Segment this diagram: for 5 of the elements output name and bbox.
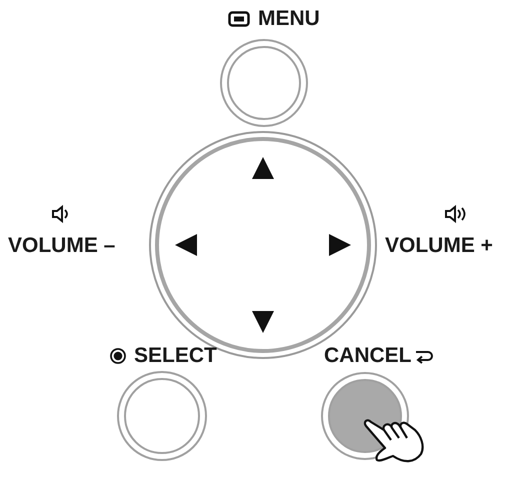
button-label: SELECT (134, 345, 217, 366)
volume-label: VOLUME + (385, 235, 493, 256)
button-label: CANCEL (324, 345, 412, 366)
volume-label: VOLUME – (8, 235, 116, 256)
button-label: MENU (258, 8, 320, 29)
